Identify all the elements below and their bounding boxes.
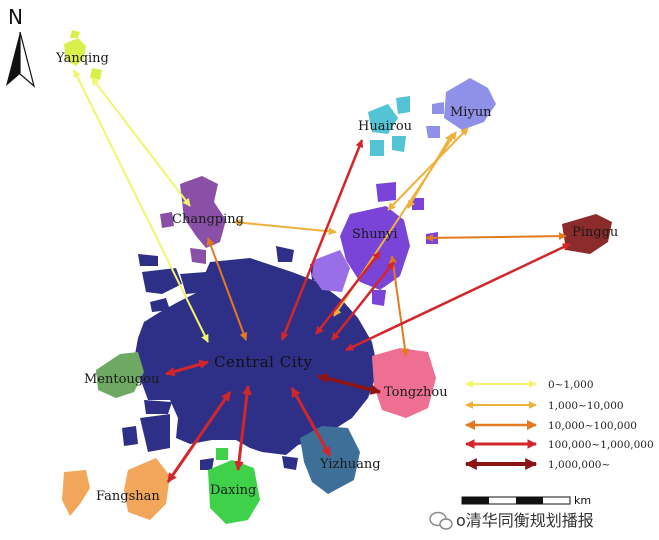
district-pinggu <box>562 214 612 254</box>
north-label: N <box>8 5 23 29</box>
arrow-changping-central <box>206 237 248 341</box>
arrow-central-daxing <box>234 385 252 471</box>
watermark: o清华同衡规划播报 <box>429 511 594 530</box>
legend-label: 0~1,000 <box>548 379 594 391</box>
arrow-central-yizhuang <box>290 387 332 457</box>
arrow-shunyi-pinggu <box>425 232 567 242</box>
arrow-central-huairou <box>280 139 364 341</box>
legend: 0~1,000 1,000~10,000 10,000~100,000 100,… <box>464 379 654 471</box>
arrow-central-pinggu <box>345 242 571 352</box>
scale-unit: km <box>574 494 591 507</box>
north-arrow: N <box>6 5 36 88</box>
arrow-yanqing-changping <box>91 77 191 207</box>
label-pinggu: Pinggu <box>572 225 618 240</box>
label-daxing: Daxing <box>210 483 256 498</box>
central-city-label: Central City <box>214 353 313 371</box>
district-tongzhou <box>372 348 436 418</box>
arrow-central-mentougou <box>165 359 209 377</box>
legend-item-1: 0~1,000 <box>465 379 594 391</box>
label-yanqing: Yanqing <box>55 51 109 66</box>
legend-item-4: 100,000~1,000,000 <box>465 439 654 451</box>
label-tongzhou: Tongzhou <box>384 385 448 400</box>
label-miyun: Miyun <box>450 105 492 120</box>
legend-label: 10,000~100,000 <box>548 420 637 432</box>
label-fangshan: Fangshan <box>96 489 160 504</box>
scale-bar: km <box>461 494 591 507</box>
legend-label: 100,000~1,000,000 <box>548 439 654 451</box>
watermark-text: o清华同衡规划播报 <box>456 511 594 530</box>
flow-arrows <box>73 69 571 483</box>
arrow-central-tongzhou <box>316 373 382 395</box>
arrow-changping-shunyi <box>233 218 337 236</box>
wechat-icon <box>429 511 453 530</box>
district-fangshan <box>62 458 170 520</box>
legend-item-3: 10,000~100,000 <box>465 420 637 432</box>
district-mentougou <box>96 352 144 398</box>
label-yizhuang: Yizhuang <box>319 457 381 472</box>
label-shunyi: Shunyi <box>352 227 398 242</box>
label-mentougou: Mentougou <box>84 372 159 387</box>
label-changping: Changping <box>172 212 244 227</box>
legend-label: 1,000,000~ <box>548 459 610 471</box>
arrow-central-fangshan <box>166 391 232 483</box>
label-huairou: Huairou <box>358 119 412 134</box>
legend-label: 1,000~10,000 <box>548 400 624 412</box>
legend-item-2: 1,000~10,000 <box>465 400 624 412</box>
legend-item-5: 1,000,000~ <box>464 458 610 471</box>
